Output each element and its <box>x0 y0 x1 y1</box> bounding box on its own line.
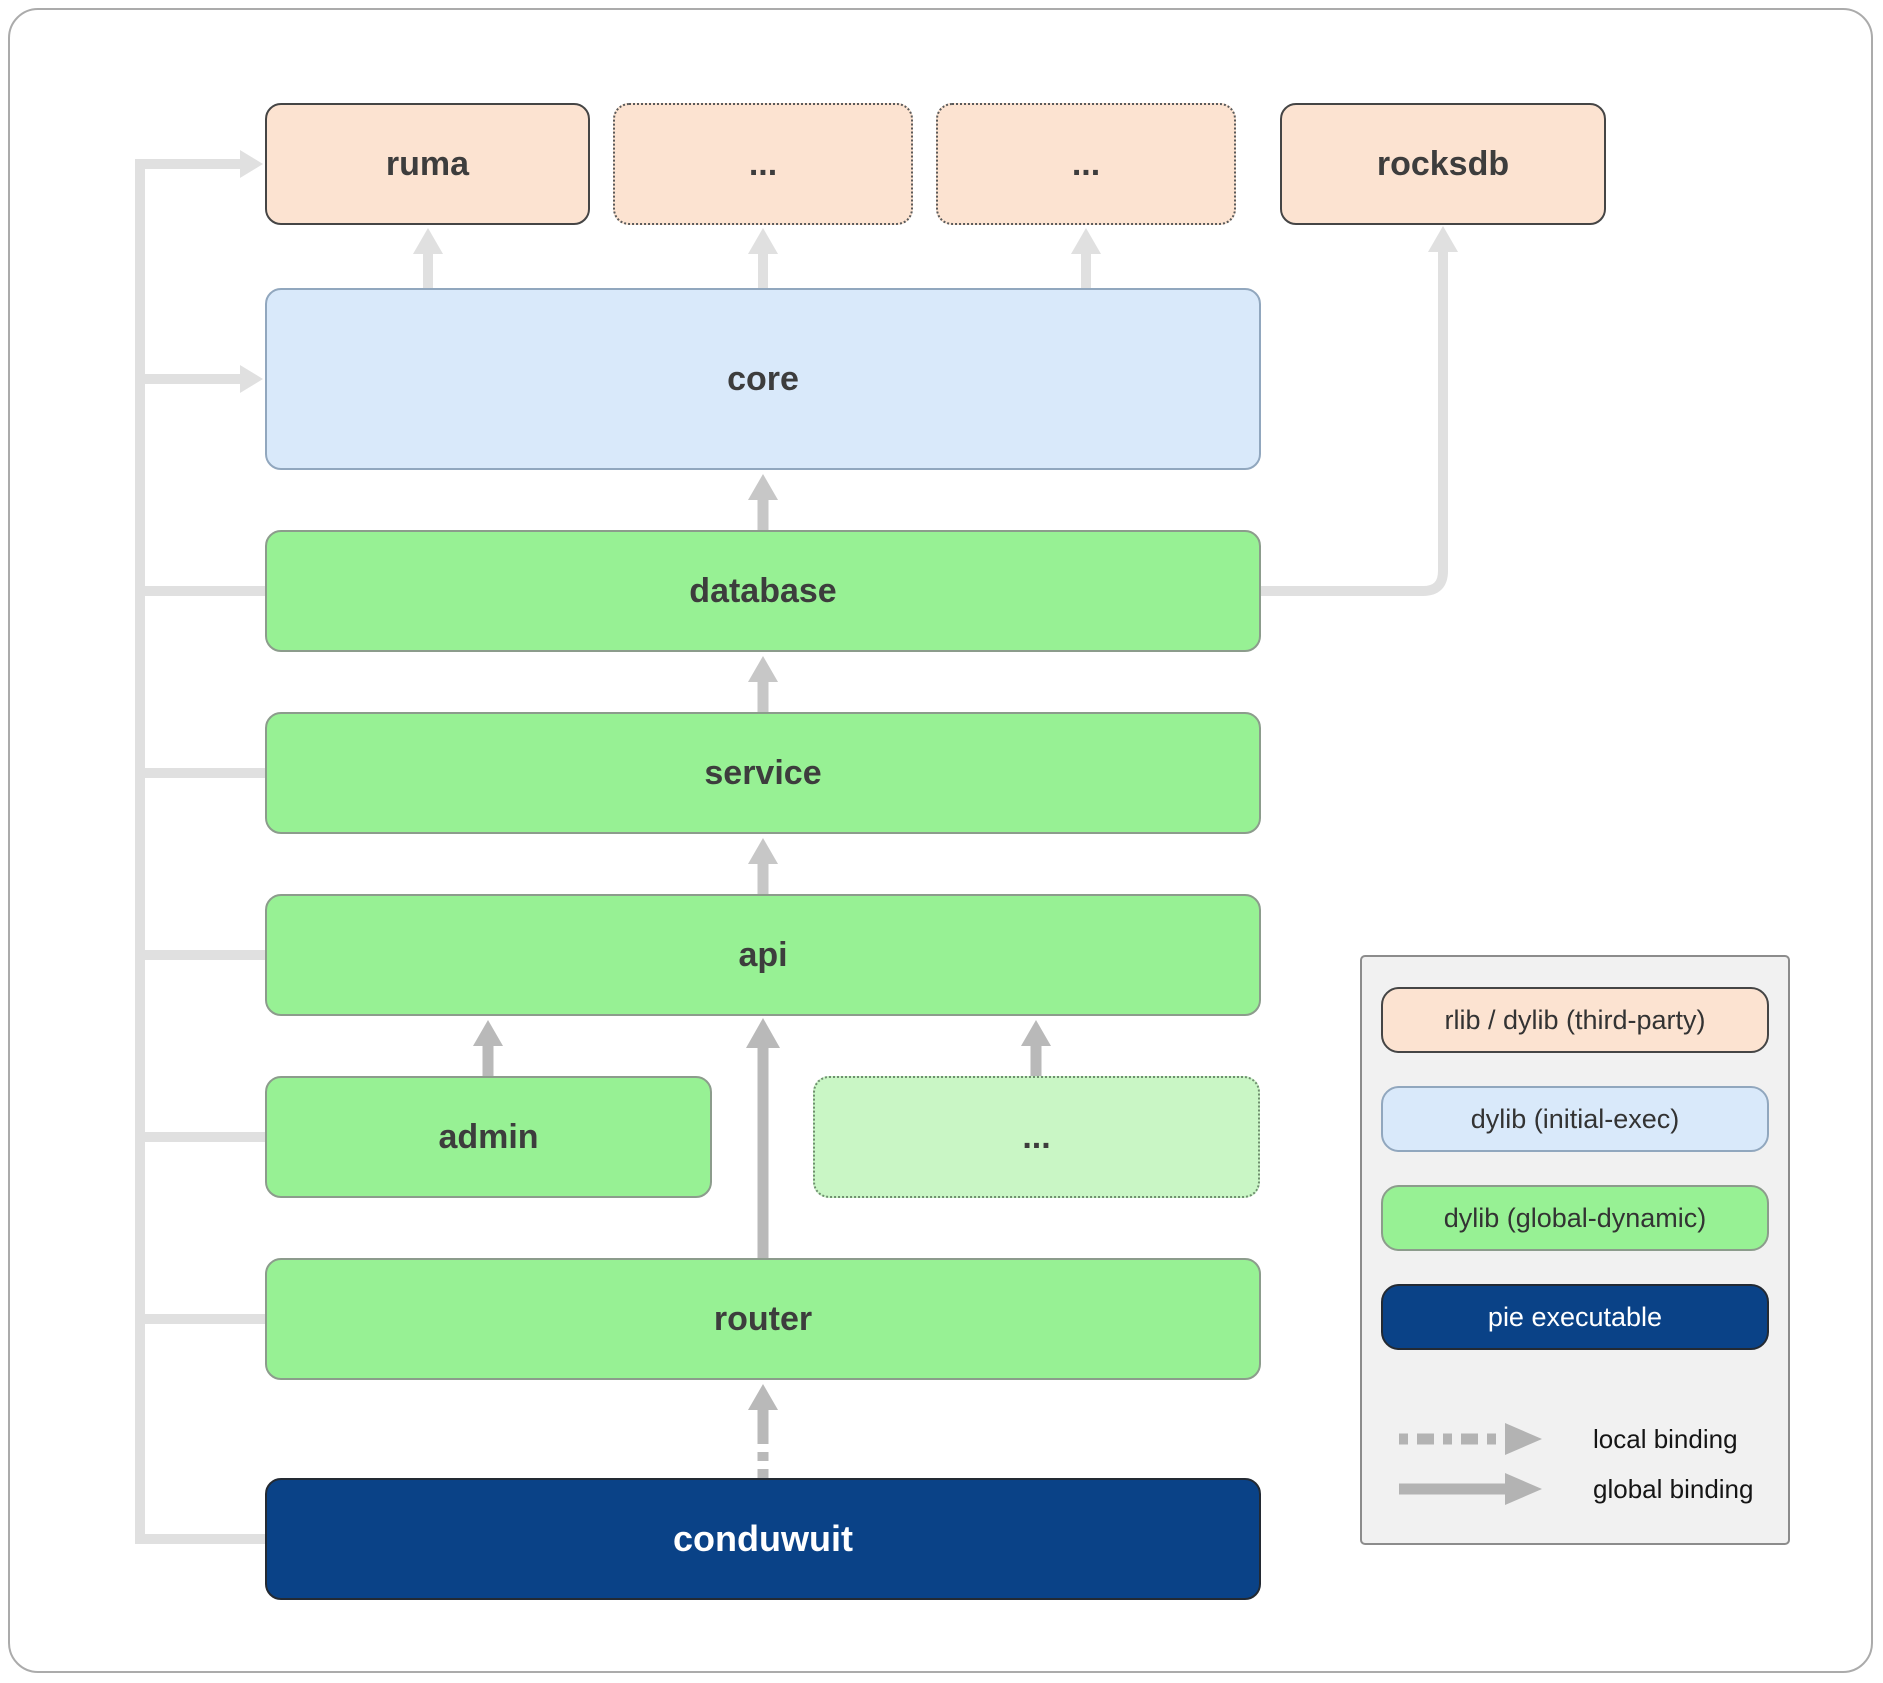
legend-item-initial-exec: dylib (initial-exec) <box>1381 1086 1769 1152</box>
arrow-database-to-core <box>748 474 778 530</box>
node-api: api <box>265 894 1261 1016</box>
global-binding-tree-conduwuit <box>135 150 266 1544</box>
arrow-database-to-rocksdb <box>1261 226 1458 596</box>
arrow-core-to-ellipsis-2 <box>1071 228 1101 288</box>
legend: rlib / dylib (third-party) dylib (initia… <box>1360 955 1790 1545</box>
arrow-service-to-database <box>748 656 778 712</box>
node-core: core <box>265 288 1261 470</box>
arrow-router-to-api <box>746 1018 780 1258</box>
legend-item-pie-executable: pie executable <box>1381 1284 1769 1350</box>
local-binding-label: local binding <box>1593 1423 1738 1454</box>
global-binding-arrow-icon <box>1399 1473 1542 1505</box>
node-ellipsis-workers: ... <box>813 1076 1260 1198</box>
global-binding-label: global binding <box>1593 1473 1754 1504</box>
arrow-conduwuit-to-router <box>748 1384 778 1478</box>
arrow-ellipsis-workers-to-api <box>1021 1020 1051 1076</box>
legend-item-global-dynamic: dylib (global-dynamic) <box>1381 1185 1769 1251</box>
legend-local-binding-row: local binding <box>1381 1419 1769 1459</box>
legend-global-binding-row: global binding <box>1381 1469 1769 1509</box>
arrow-core-to-ruma <box>413 228 443 288</box>
arrow-core-to-ellipsis-1 <box>748 228 778 288</box>
node-database: database <box>265 530 1261 652</box>
node-conduwuit: conduwuit <box>265 1478 1261 1600</box>
node-router: router <box>265 1258 1261 1380</box>
node-rocksdb: rocksdb <box>1280 103 1606 225</box>
arrow-admin-to-api <box>473 1020 503 1076</box>
node-ruma: ruma <box>265 103 590 225</box>
diagram-frame <box>8 8 1873 1673</box>
node-service: service <box>265 712 1261 834</box>
arrow-api-to-service <box>748 838 778 894</box>
node-ellipsis-top-2: ... <box>936 103 1236 225</box>
node-admin: admin <box>265 1076 712 1198</box>
node-ellipsis-top-1: ... <box>613 103 913 225</box>
local-binding-arrow-icon <box>1399 1423 1542 1455</box>
legend-item-third-party: rlib / dylib (third-party) <box>1381 987 1769 1053</box>
